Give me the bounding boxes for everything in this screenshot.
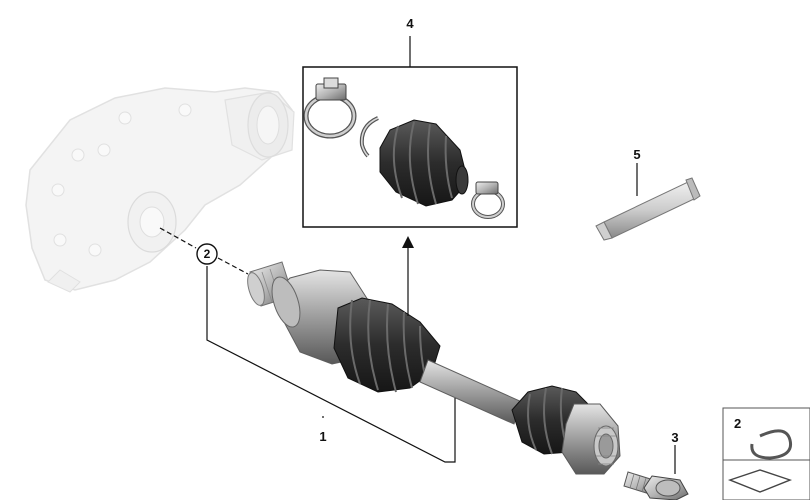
bolt-callout: 3 xyxy=(671,430,678,445)
legend-item-callout: 2 xyxy=(734,416,741,431)
wedge-icon xyxy=(727,469,793,493)
boot-kit-callout: 4 xyxy=(406,16,414,31)
drive-shaft xyxy=(247,261,621,475)
drive-shaft-callout: 1 xyxy=(319,429,326,444)
leader-lines xyxy=(159,36,676,474)
boot-kit-arrow xyxy=(402,236,414,248)
grease-tube-callout: 5 xyxy=(633,147,640,162)
boot-kit xyxy=(303,77,505,219)
differential-housing xyxy=(25,87,295,293)
bolt xyxy=(623,471,689,500)
circlip-icon xyxy=(750,429,793,460)
grease-tube xyxy=(595,177,701,241)
shaft-bar xyxy=(419,359,523,425)
legend-box: 2 xyxy=(722,407,810,500)
boot xyxy=(379,119,469,207)
circlip-callout-marker: 2 xyxy=(196,243,218,265)
circlip-callout: 2 xyxy=(204,247,211,261)
small-hose-clamp xyxy=(471,181,505,219)
large-hose-clamp xyxy=(303,77,357,139)
